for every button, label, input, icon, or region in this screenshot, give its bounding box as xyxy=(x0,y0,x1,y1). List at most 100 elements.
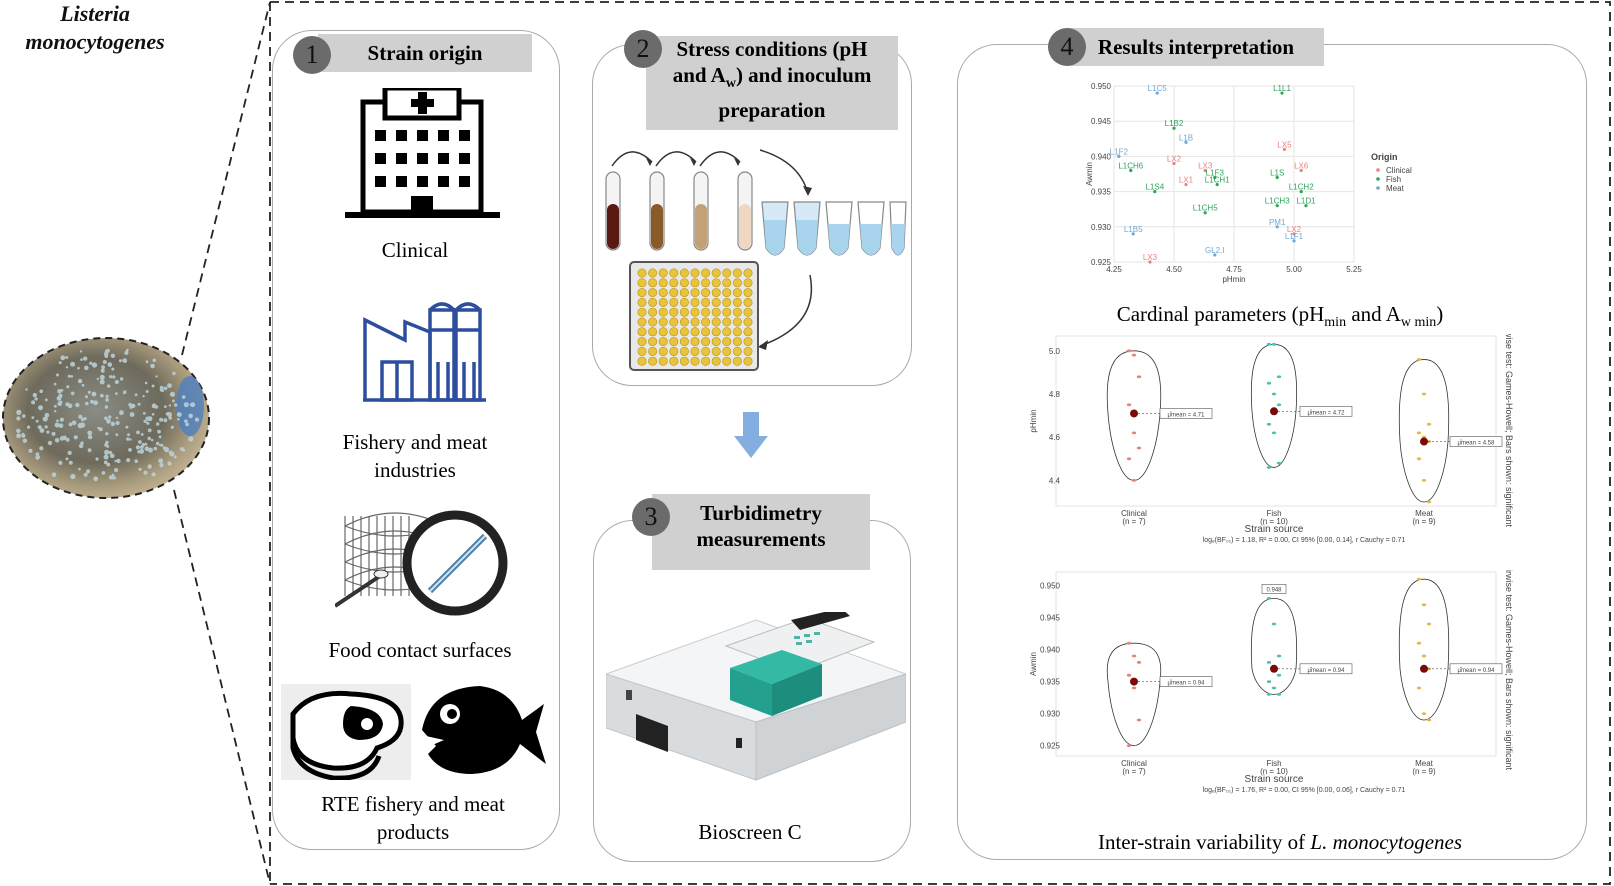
colony-dot xyxy=(159,417,164,422)
plate-well xyxy=(690,268,700,278)
scatter-point xyxy=(1184,182,1188,187)
plate-well xyxy=(743,288,753,298)
plate-well xyxy=(701,337,711,347)
colony-dot xyxy=(158,435,162,439)
cap1-part-a: Cardinal parameters (pH xyxy=(1116,302,1325,326)
plate-well xyxy=(690,307,700,317)
colony-dot xyxy=(77,378,83,384)
colony-dot xyxy=(144,446,150,452)
colony-dot xyxy=(167,383,172,388)
data-point xyxy=(1131,431,1137,435)
point-label: L1L1 xyxy=(1273,84,1291,93)
colony-dot xyxy=(168,404,172,407)
colony-dot xyxy=(53,382,57,386)
colony-dot xyxy=(131,403,136,409)
colony-dot xyxy=(167,461,172,466)
point-label: L1S4 xyxy=(1145,183,1164,192)
mean-label: μ̂mean = 4.71 xyxy=(1168,412,1206,418)
colony-dot xyxy=(102,360,107,364)
colony-dot xyxy=(173,455,177,459)
colony-dot xyxy=(21,432,25,436)
plate-well xyxy=(648,288,658,298)
plate-well xyxy=(722,307,732,317)
data-point xyxy=(1271,431,1277,435)
data-point xyxy=(1421,603,1427,607)
plate-well xyxy=(669,288,679,298)
colony-dot xyxy=(139,448,145,454)
legend-label: Fish xyxy=(1386,175,1401,184)
rte-line1: RTE fishery and meat xyxy=(321,792,505,816)
colony-dot xyxy=(152,358,157,363)
bioscreen-device-image xyxy=(606,612,906,781)
plate-well xyxy=(722,268,732,278)
colony-dot xyxy=(97,426,100,430)
data-point xyxy=(1276,654,1282,658)
colony-dot xyxy=(32,392,37,398)
plate-well xyxy=(711,268,721,278)
plate-well xyxy=(711,297,721,307)
colony-dot xyxy=(103,460,108,465)
colony-dot xyxy=(39,428,45,433)
colony-dot xyxy=(158,458,164,464)
colony-dot xyxy=(125,348,129,352)
colony-dot xyxy=(35,452,40,456)
colony-dot xyxy=(151,403,157,409)
scatter-point xyxy=(1203,168,1207,173)
colony-dot xyxy=(129,412,135,417)
colony-dot xyxy=(114,468,119,473)
plate-well xyxy=(711,356,721,366)
plate-well xyxy=(690,297,700,307)
stress-conditions-header: Stress conditions (pH and Aw) and inocul… xyxy=(646,36,898,130)
plate-well xyxy=(658,268,668,278)
colony-dot xyxy=(125,425,129,429)
colony-dot xyxy=(118,359,122,363)
colony-dot xyxy=(51,431,56,436)
data-point xyxy=(1131,654,1137,658)
plate-well xyxy=(637,346,647,356)
colony-dot xyxy=(189,403,193,407)
y-tick-label: 4.8 xyxy=(1049,390,1061,399)
plate-well xyxy=(637,356,647,366)
scatter-point xyxy=(1292,239,1296,243)
plate-well xyxy=(679,268,689,278)
colony-dot xyxy=(168,416,172,420)
colony-dot xyxy=(44,425,48,429)
scatter-point xyxy=(1299,168,1303,173)
colony-dot xyxy=(126,458,131,463)
y-tick-label: 0.945 xyxy=(1040,614,1061,623)
rte-line2: products xyxy=(376,820,450,844)
scatter-point xyxy=(1304,204,1308,208)
scatter-point xyxy=(1282,147,1286,151)
plate-well xyxy=(658,288,668,298)
plate-well xyxy=(679,356,689,366)
plate-well xyxy=(743,356,753,366)
plate-well xyxy=(711,346,721,356)
colony-dot xyxy=(166,411,172,418)
data-point xyxy=(1136,375,1142,379)
colony-dot xyxy=(101,471,105,475)
plate-well xyxy=(701,288,711,298)
data-point xyxy=(1136,446,1142,450)
data-point xyxy=(1426,500,1432,504)
colony-dot xyxy=(123,390,127,394)
colony-dot xyxy=(87,434,93,440)
plate-well xyxy=(669,307,679,317)
colony-dot xyxy=(179,413,182,416)
colony-dot xyxy=(54,438,60,443)
colony-dot xyxy=(163,386,168,391)
colony-dot xyxy=(22,438,28,443)
colony-dot xyxy=(81,418,84,422)
colony-dot xyxy=(143,470,148,475)
colony-dot xyxy=(65,356,69,359)
plate-well xyxy=(648,337,658,347)
plate-well xyxy=(743,278,753,288)
plate-well xyxy=(648,307,658,317)
plate-well xyxy=(722,356,732,366)
plate-well xyxy=(637,307,647,317)
x-tick-label: 5.00 xyxy=(1286,265,1302,274)
plate-well xyxy=(743,337,753,347)
mean-label: μ̂mean = 4.72 xyxy=(1308,410,1346,416)
colony-dot xyxy=(104,349,110,354)
colony-dot xyxy=(44,412,50,418)
colony-dot xyxy=(112,375,116,379)
